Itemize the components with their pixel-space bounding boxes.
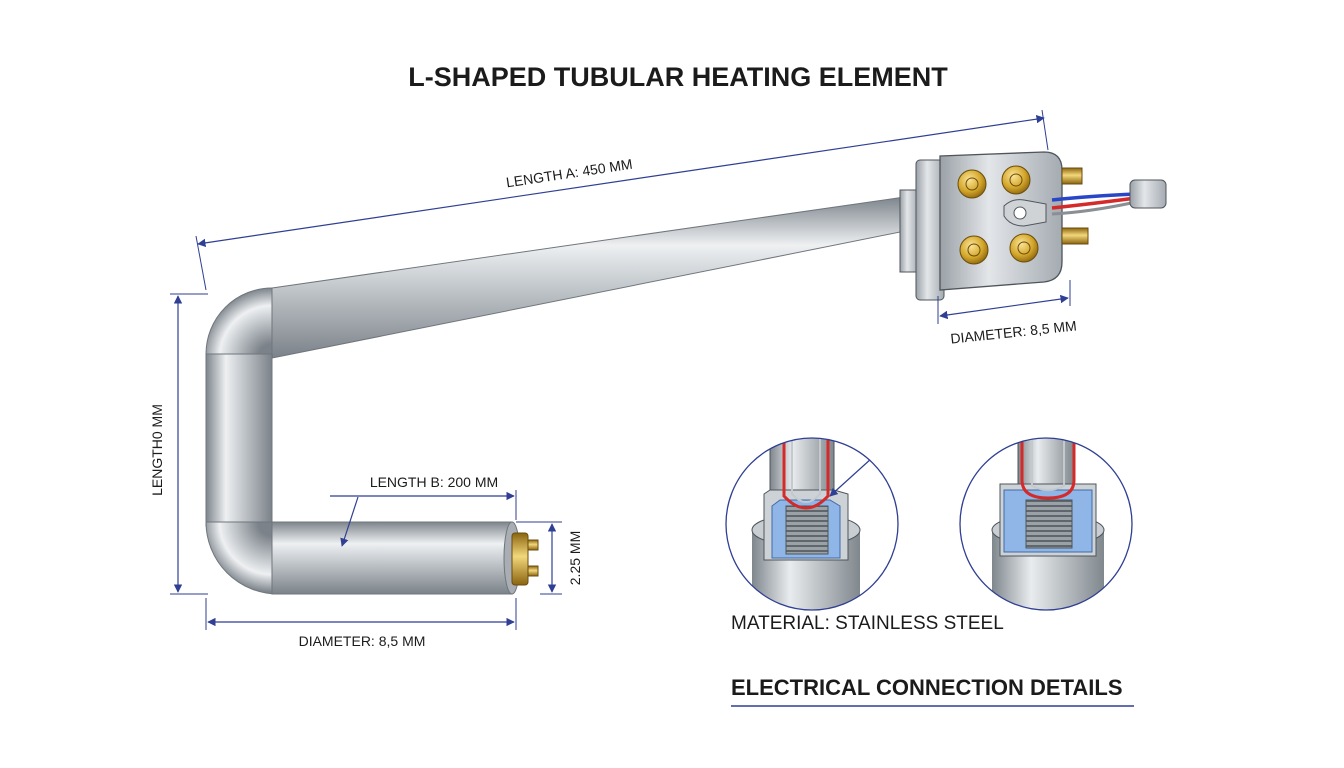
detail-right-frame	[959, 437, 1133, 611]
detail-left-frame	[725, 437, 899, 611]
material-label: MATERIAL: STAINLESS STEEL	[731, 613, 1004, 634]
tube-lower-run	[271, 521, 513, 595]
length-a-dimension-line	[197, 114, 1045, 248]
tube-lower-bend	[205, 521, 279, 595]
tube-upper-run	[271, 196, 906, 359]
length-b-label: LENGTH B: 200 MM	[370, 474, 498, 490]
tube-upper-bend	[205, 287, 274, 360]
vertical-length-label: LENGTH0 MM	[149, 404, 165, 496]
terminal-height-label: 2.25 MM	[567, 531, 583, 585]
connection-details-title: ELECTRICAL CONNECTION DETAILS	[731, 675, 1123, 700]
connection-detail-right	[959, 437, 1133, 611]
diameter-head-dimension-line	[939, 294, 1069, 320]
lead-wires	[1051, 192, 1137, 216]
diameter-head-label: DIAMETER: 8,5 MM	[950, 317, 1078, 346]
diagram-title: L-SHAPED TUBULAR HEATING ELEMENT	[408, 62, 948, 92]
diameter-bottom-label: DIAMETER: 8,5 MM	[299, 633, 426, 649]
connection-detail-left	[725, 437, 899, 611]
wire-connector	[1129, 179, 1167, 209]
length-a-label: LENGTH A: 450 MM	[505, 156, 634, 191]
tube-vertical-run	[205, 353, 273, 527]
bottom-terminal	[511, 532, 539, 586]
terminal-head	[899, 151, 1167, 301]
